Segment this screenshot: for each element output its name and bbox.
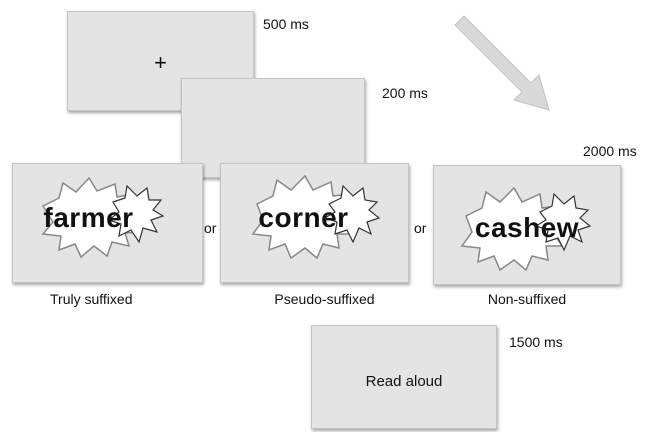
stimulus-word: farmer [43,202,134,233]
condition-label-truly-suffixed: Truly suffixed [50,291,133,307]
response-instruction: Read aloud [365,373,443,390]
fixation-cross: + [154,50,167,75]
condition-label-non-suffixed: Non-suffixed [487,291,567,307]
separator-or: or [414,220,427,236]
condition-label-pseudo-suffixed: Pseudo-suffixed [274,291,375,307]
separator-or: or [204,220,217,236]
sequence-arrow-icon [454,15,550,111]
starburst-mask-icon [460,186,592,272]
starburst-mask-icon [251,174,381,260]
response-screen: Read aloud [311,325,497,429]
blank-screen [181,78,365,178]
stimulus-word: cashew [474,212,580,243]
stimulus-screen-truly-suffixed: farmer [12,163,203,283]
fixation-screen: + [67,11,254,111]
stimulus-screen-non-suffixed: cashew [433,165,621,285]
stimulus-word: corner [258,202,349,233]
fixation-duration: 500 ms [263,16,309,32]
stimulus-screen-pseudo-suffixed: corner [220,163,409,283]
starburst-mask-icon [41,176,165,259]
response-duration: 1500 ms [509,334,563,350]
stimulus-duration: 2000 ms [583,143,637,159]
blank-duration: 200 ms [382,85,428,101]
